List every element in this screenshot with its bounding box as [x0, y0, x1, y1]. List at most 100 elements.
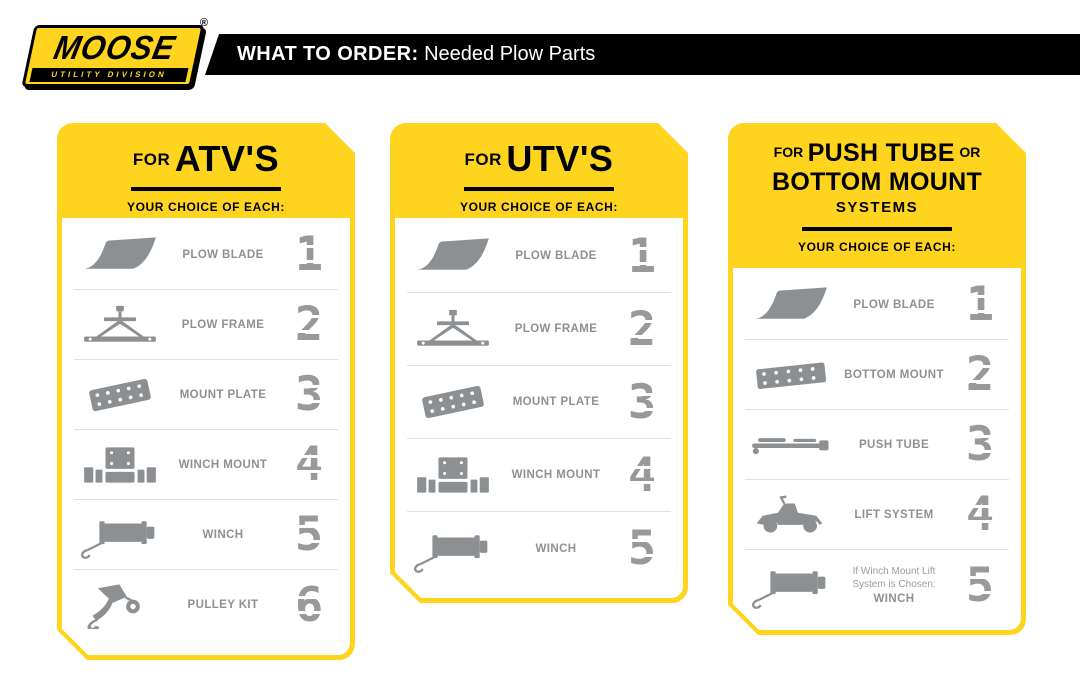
part-label: PUSH TUBE — [858, 438, 930, 451]
plow-frame-icon — [74, 301, 166, 349]
card-atv-list: PLOW BLADE 1 PLOW FRAME 2 MOUNT PLATE 3 — [62, 218, 350, 655]
part-row: WINCH MOUNT 4 — [407, 439, 671, 512]
winch-icon — [407, 525, 499, 573]
part-row: WINCH 5 — [74, 500, 338, 570]
part-row: PUSH TUBE 3 — [745, 410, 1009, 480]
brand-subtitle: UTILITY DIVISION — [29, 68, 189, 82]
part-label: WINCH — [873, 592, 915, 605]
brand-logo: MOOSE UTILITY DIVISION ® — [21, 17, 208, 87]
part-row: PLOW BLADE 1 — [74, 220, 338, 290]
part-number: 1 — [294, 227, 324, 282]
part-label: PULLEY KIT — [187, 599, 259, 611]
part-row: MOUNT PLATE 3 — [74, 360, 338, 430]
part-label: LIFT SYSTEM — [854, 508, 934, 521]
card-pushtube-header: FOR PUSH TUBE OR BOTTOM MOUNT SYSTEMS YO… — [728, 123, 1026, 268]
part-label: MOUNT PLATE — [179, 388, 267, 401]
part-number: 3 — [294, 367, 324, 422]
part-row: PLOW FRAME 2 — [74, 290, 338, 360]
brand-name: MOOSE — [50, 28, 180, 67]
winch-icon — [74, 511, 166, 559]
title-rule — [802, 227, 952, 231]
part-label: MOUNT PLATE — [512, 396, 600, 408]
part-row: WINCH MOUNT 4 — [74, 430, 338, 500]
part-number: 2 — [965, 347, 995, 402]
header-bar: WHAT TO ORDER: Needed Plow Parts — [205, 34, 1080, 75]
brand-logo-plate: MOOSE UTILITY DIVISION — [21, 25, 205, 87]
part-number: 2 — [294, 297, 324, 352]
part-row: PULLEY KIT 6 — [74, 570, 338, 640]
part-number: 3 — [965, 417, 995, 472]
title-prefix: FOR — [132, 150, 171, 169]
part-row: PLOW BLADE 1 — [745, 270, 1009, 340]
part-note: System is Chosen: — [852, 579, 936, 590]
card-subtitle: YOUR CHOICE OF EACH: — [126, 200, 285, 214]
card-pushtube-list: PLOW BLADE 1 BOTTOM MOUNT 2 PUSH TUBE 3 — [733, 268, 1021, 630]
part-row: BOTTOM MOUNT 2 — [745, 340, 1009, 410]
part-label: PLOW BLADE — [515, 250, 597, 262]
plow-blade-icon — [407, 232, 499, 280]
card-utv: FOR UTV'S YOUR CHOICE OF EACH: PLOW BLAD… — [390, 123, 688, 603]
part-label: PLOW FRAME — [514, 323, 598, 335]
part-label: WINCH MOUNT — [178, 458, 268, 471]
part-label: WINCH — [202, 528, 244, 541]
part-number: 1 — [965, 277, 995, 332]
card-pushtube-title: FOR PUSH TUBE OR BOTTOM MOUNT SYSTEMS — [728, 140, 1026, 216]
push-tube-icon — [745, 421, 837, 469]
card-utv-list: PLOW BLADE 1 PLOW FRAME 2 MOUNT PLATE 3 — [395, 218, 683, 598]
mount-plate-icon — [74, 371, 166, 419]
part-label: PLOW FRAME — [181, 318, 265, 331]
title-or: OR — [959, 144, 981, 160]
part-row: WINCH 5 — [407, 512, 671, 585]
part-number: 4 — [294, 437, 324, 492]
part-number: 3 — [627, 374, 657, 430]
card-pushtube-bottommount: FOR PUSH TUBE OR BOTTOM MOUNT SYSTEMS YO… — [728, 123, 1026, 635]
part-label: WINCH MOUNT — [511, 469, 601, 481]
part-number: 2 — [627, 301, 657, 357]
part-number: 5 — [965, 557, 995, 613]
part-number: 4 — [965, 487, 995, 542]
part-row: If Winch Mount Lift System is Chosen: WI… — [745, 550, 1009, 620]
card-atv-title: FOR ATV'S — [57, 138, 355, 180]
lift-system-icon — [745, 491, 837, 539]
part-note: If Winch Mount Lift — [852, 565, 936, 577]
title-rule — [464, 187, 614, 191]
part-label: WINCH — [535, 542, 577, 555]
part-label: BOTTOM MOUNT — [844, 368, 944, 381]
part-number: 6 — [294, 577, 324, 633]
title-main-1: PUSH TUBE — [807, 139, 955, 167]
plow-blade-icon — [745, 281, 837, 329]
part-row: MOUNT PLATE 3 — [407, 366, 671, 439]
card-subtitle: YOUR CHOICE OF EACH: — [459, 200, 618, 214]
card-atv-header: FOR ATV'S YOUR CHOICE OF EACH: — [57, 123, 355, 218]
title-main-2: BOTTOM MOUNT — [771, 167, 983, 196]
title-prefix: FOR — [464, 150, 502, 169]
card-utv-header: FOR UTV'S YOUR CHOICE OF EACH: — [390, 123, 688, 218]
winch-mount-icon — [407, 451, 499, 499]
title-main: ATV'S — [174, 138, 280, 179]
card-utv-title: FOR UTV'S — [390, 138, 688, 180]
winch-icon — [745, 561, 837, 609]
registered-mark-icon: ® — [199, 17, 208, 29]
title-systems: SYSTEMS — [835, 198, 919, 216]
part-row: PLOW FRAME 2 — [407, 293, 671, 366]
part-row: PLOW BLADE 1 — [407, 220, 671, 293]
part-label: PLOW BLADE — [853, 298, 935, 311]
bottom-mount-icon — [745, 351, 837, 399]
page-title-bold: WHAT TO ORDER: — [237, 43, 419, 65]
card-subtitle: YOUR CHOICE OF EACH: — [797, 239, 956, 254]
part-number: 5 — [294, 507, 324, 562]
plow-blade-icon — [74, 231, 166, 279]
plow-frame-icon — [407, 305, 499, 353]
title-rule — [131, 187, 281, 191]
pulley-kit-icon — [74, 581, 166, 629]
part-number: 4 — [627, 447, 657, 503]
part-row: LIFT SYSTEM 4 — [745, 480, 1009, 550]
title-prefix: FOR — [773, 144, 804, 160]
part-number: 5 — [627, 521, 657, 576]
mount-plate-icon — [407, 378, 499, 426]
card-atv: FOR ATV'S YOUR CHOICE OF EACH: PLOW BLAD… — [57, 123, 355, 660]
winch-mount-icon — [74, 441, 166, 489]
part-number: 1 — [627, 228, 657, 284]
page-title-rest: Needed Plow Parts — [418, 43, 596, 65]
